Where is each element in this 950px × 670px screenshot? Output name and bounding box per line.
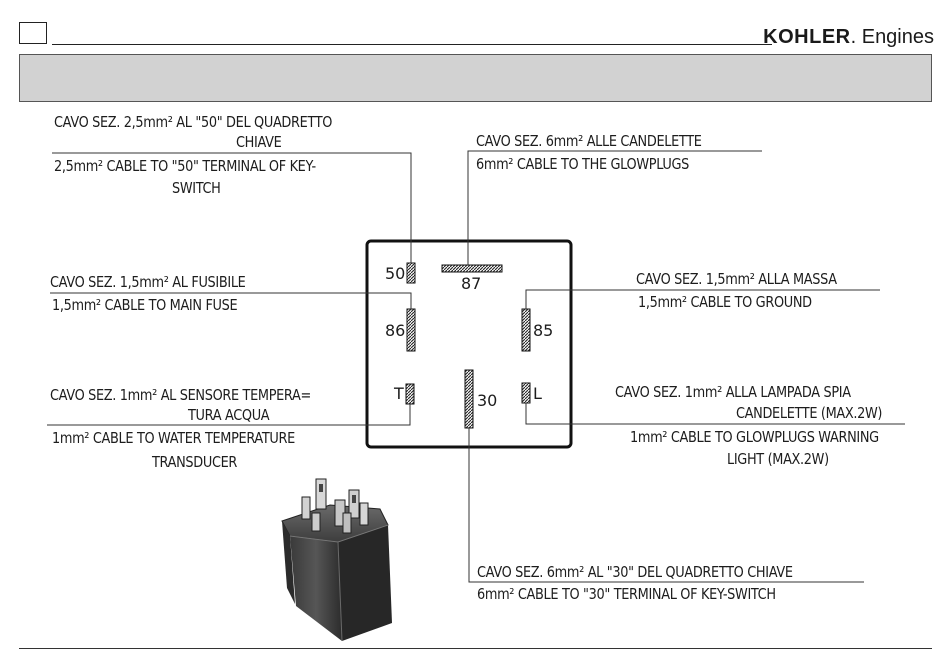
title-band bbox=[19, 54, 932, 102]
leader-t bbox=[47, 404, 411, 426]
pin-label-30: 30 bbox=[477, 391, 498, 410]
fuse-label-it: CAVO SEZ. 1,5mm² AL FUSIBILE bbox=[50, 273, 246, 291]
brand-suffix: . Engines bbox=[850, 26, 934, 48]
pin-label-50: 50 bbox=[385, 264, 406, 283]
terminal-86 bbox=[406, 308, 416, 352]
temp-sensor-label-it-line1: CAVO SEZ. 1mm² AL SENSORE TEMPERA= bbox=[50, 386, 311, 404]
warning-lamp-label-en-line1: 1mm² CABLE TO GLOWPLUGS WARNING bbox=[630, 428, 879, 446]
cable50-label-en-line1: 2,5mm² CABLE TO "50" TERMINAL OF KEY- bbox=[54, 157, 316, 175]
leader-l bbox=[525, 403, 905, 425]
glowplugs-label-it: CAVO SEZ. 6mm² ALLE CANDELETTE bbox=[476, 132, 702, 150]
pin-label-t: T bbox=[394, 384, 404, 403]
cable50-label-en-line2: SWITCH bbox=[172, 179, 221, 197]
page-number-box bbox=[19, 22, 47, 44]
leader-87 bbox=[467, 150, 762, 265]
footer-rule bbox=[19, 648, 932, 649]
pin-label-87: 87 bbox=[461, 274, 482, 293]
warning-lamp-label-en-line2: LIGHT (MAX.2W) bbox=[727, 450, 829, 468]
terminal-l bbox=[521, 382, 531, 404]
warning-lamp-label-it-line1: CAVO SEZ. 1mm² ALLA LAMPADA SPIA bbox=[615, 383, 851, 401]
terminal-t bbox=[405, 383, 415, 405]
relay-photo-illustration bbox=[281, 478, 392, 642]
brand-logo: KOHLER. Engines bbox=[763, 26, 934, 48]
cable50-label-it-line2: CHIAVE bbox=[236, 133, 282, 151]
pin-label-86: 86 bbox=[385, 321, 406, 340]
header-rule bbox=[52, 44, 772, 45]
terminal-85 bbox=[521, 308, 531, 352]
leader-86 bbox=[50, 292, 412, 309]
glowplugs-label-en: 6mm² CABLE TO THE GLOWPLUGS bbox=[476, 155, 689, 173]
leader-85 bbox=[525, 289, 880, 309]
temp-sensor-label-en-line1: 1mm² CABLE TO WATER TEMPERATURE bbox=[52, 429, 295, 447]
leader-30 bbox=[468, 428, 864, 583]
terminal-30 bbox=[464, 369, 474, 429]
terminal-50 bbox=[406, 262, 416, 284]
terminal-87 bbox=[441, 264, 503, 273]
ground-label-it: CAVO SEZ. 1,5mm² ALLA MASSA bbox=[636, 270, 837, 288]
cable30-label-en: 6mm² CABLE TO "30" TERMINAL OF KEY-SWITC… bbox=[477, 585, 776, 603]
fuse-label-en: 1,5mm² CABLE TO MAIN FUSE bbox=[52, 296, 238, 314]
temp-sensor-label-it-line2: TURA ACQUA bbox=[188, 406, 270, 424]
pin-label-l: L bbox=[533, 384, 542, 403]
brand-name: KOHLER bbox=[763, 26, 851, 48]
cable50-label-it-line1: CAVO SEZ. 2,5mm² AL "50" DEL QUADRETTO bbox=[54, 113, 333, 131]
leader-50 bbox=[52, 152, 412, 263]
cable30-label-it: CAVO SEZ. 6mm² AL "30" DEL QUADRETTO CHI… bbox=[477, 563, 793, 581]
temp-sensor-label-en-line2: TRANSDUCER bbox=[152, 453, 238, 471]
warning-lamp-label-it-line2: CANDELETTE (MAX.2W) bbox=[736, 404, 883, 422]
ground-label-en: 1,5mm² CABLE TO GROUND bbox=[638, 293, 812, 311]
pin-label-85: 85 bbox=[533, 321, 554, 340]
